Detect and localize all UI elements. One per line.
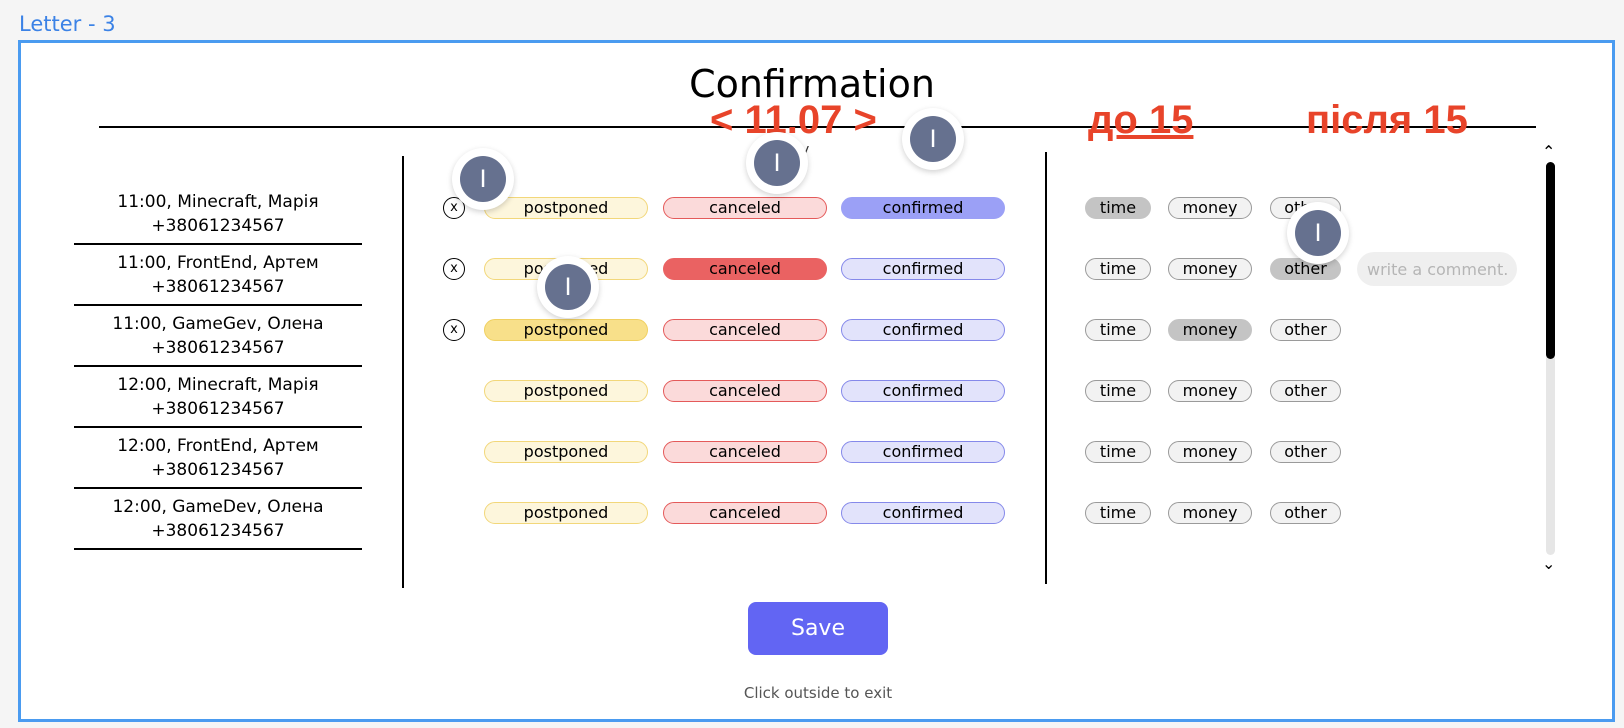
scroll-up-icon[interactable]: ⌃ xyxy=(1542,142,1556,161)
collaborator-cursor: I xyxy=(902,108,964,170)
lesson-phone: +38061234567 xyxy=(151,521,285,541)
reason-time[interactable]: time xyxy=(1085,197,1151,219)
reason-money[interactable]: money xyxy=(1168,380,1252,402)
status-postponed[interactable]: postponed xyxy=(484,319,648,341)
status-confirmed[interactable]: confirmed xyxy=(841,258,1005,280)
collaborator-cursor: I xyxy=(537,256,599,318)
lesson-info: 11:00, GameGev, Олена xyxy=(112,314,324,334)
clear-status-button[interactable]: x xyxy=(443,197,465,219)
status-canceled[interactable]: canceled xyxy=(663,319,827,341)
before-15-label[interactable]: до 15 xyxy=(1088,98,1194,142)
lesson-info: 11:00, FrontEnd, Артем xyxy=(117,253,319,273)
reason-other[interactable]: other xyxy=(1270,319,1341,341)
status-confirmed[interactable]: confirmed xyxy=(841,502,1005,524)
reason-time[interactable]: time xyxy=(1085,380,1151,402)
reason-other[interactable]: other xyxy=(1270,441,1341,463)
collaborator-cursor: I xyxy=(746,132,808,194)
date-navigator[interactable]: < 11.07 > xyxy=(710,98,877,142)
reason-money[interactable]: money xyxy=(1168,441,1252,463)
lesson-info: 12:00, Minecraft, Марія xyxy=(117,375,319,395)
status-confirmed[interactable]: confirmed xyxy=(841,319,1005,341)
status-canceled[interactable]: canceled xyxy=(663,502,827,524)
reason-time[interactable]: time xyxy=(1085,319,1151,341)
status-canceled[interactable]: canceled xyxy=(663,441,827,463)
collaborator-cursor-icon: I xyxy=(1295,210,1341,256)
after-15-label: після 15 xyxy=(1306,98,1468,142)
lesson-phone: +38061234567 xyxy=(151,460,285,480)
lesson-phone: +38061234567 xyxy=(151,338,285,358)
lesson-info: 12:00, GameDev, Олена xyxy=(112,497,324,517)
lesson-item: 12:00, FrontEnd, Артем +38061234567 xyxy=(74,428,362,489)
collaborator-cursor-icon: I xyxy=(754,140,800,186)
collaborator-cursor: I xyxy=(1287,202,1349,264)
page-title: Confirmation xyxy=(689,62,935,106)
status-confirmed[interactable]: confirmed xyxy=(841,441,1005,463)
status-confirmed[interactable]: confirmed xyxy=(841,380,1005,402)
save-button[interactable]: Save xyxy=(748,602,888,655)
lesson-item: 11:00, Minecraft, Марія +38061234567 xyxy=(74,184,362,245)
lesson-phone: +38061234567 xyxy=(151,399,285,419)
reason-time[interactable]: time xyxy=(1085,502,1151,524)
reason-money[interactable]: money xyxy=(1168,319,1252,341)
status-postponed[interactable]: postponed xyxy=(484,197,648,219)
scroll-down-icon[interactable]: ⌄ xyxy=(1542,554,1556,573)
column-divider-right xyxy=(1045,152,1047,584)
scrollbar-thumb[interactable] xyxy=(1546,162,1555,359)
status-postponed[interactable]: postponed xyxy=(484,502,648,524)
lesson-phone: +38061234567 xyxy=(151,277,285,297)
status-postponed[interactable]: postponed xyxy=(484,380,648,402)
clear-status-button[interactable]: x xyxy=(443,258,465,280)
collaborator-cursor-icon: I xyxy=(460,156,506,202)
status-canceled[interactable]: canceled xyxy=(663,258,827,280)
lesson-item: 12:00, GameDev, Олена +38061234567 xyxy=(74,489,362,550)
lesson-item: 11:00, FrontEnd, Артем +38061234567 xyxy=(74,245,362,306)
status-canceled[interactable]: canceled xyxy=(663,197,827,219)
lesson-item: 12:00, Minecraft, Марія +38061234567 xyxy=(74,367,362,428)
comment-input[interactable] xyxy=(1357,252,1517,286)
reason-money[interactable]: money xyxy=(1168,502,1252,524)
frame-label: Letter - 3 xyxy=(19,12,116,36)
lesson-info: 12:00, FrontEnd, Артем xyxy=(117,436,319,456)
status-postponed[interactable]: postponed xyxy=(484,441,648,463)
clear-status-button[interactable]: x xyxy=(443,319,465,341)
lesson-phone: +38061234567 xyxy=(151,216,285,236)
reason-time[interactable]: time xyxy=(1085,441,1151,463)
collaborator-cursor-icon: I xyxy=(910,116,956,162)
reason-money[interactable]: money xyxy=(1168,258,1252,280)
title-divider xyxy=(99,126,1536,128)
reason-money[interactable]: money xyxy=(1168,197,1252,219)
collaborator-cursor-icon: I xyxy=(545,264,591,310)
reason-other[interactable]: other xyxy=(1270,380,1341,402)
reason-other[interactable]: other xyxy=(1270,502,1341,524)
column-divider-left xyxy=(402,156,404,588)
lesson-item: 11:00, GameGev, Олена +38061234567 xyxy=(74,306,362,367)
status-confirmed[interactable]: confirmed xyxy=(841,197,1005,219)
exit-hint: Click outside to exit xyxy=(743,684,893,702)
reason-time[interactable]: time xyxy=(1085,258,1151,280)
status-canceled[interactable]: canceled xyxy=(663,380,827,402)
lesson-info: 11:00, Minecraft, Марія xyxy=(117,192,319,212)
collaborator-cursor: I xyxy=(452,148,514,210)
